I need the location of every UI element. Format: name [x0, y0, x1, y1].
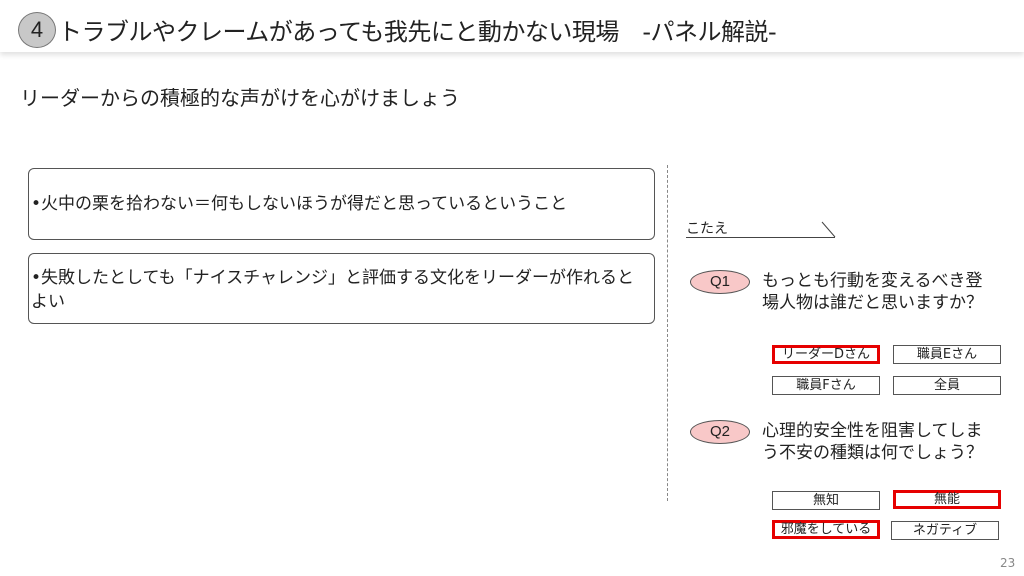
point-text: •火中の栗を拾わない＝何もしないほうが得だと思っているということ — [31, 194, 568, 214]
q1-option-staff-f[interactable]: 職員Fさん — [772, 376, 880, 395]
q2-option-negative[interactable]: ネガティブ — [891, 521, 999, 540]
q1-option-leader-d[interactable]: リーダーDさん — [772, 345, 880, 364]
answer-underline — [686, 237, 835, 238]
page-title: トラブルやクレームがあっても我先にと動かない現場 -パネル解説- — [58, 18, 777, 46]
q1-option-staff-e[interactable]: 職員Eさん — [893, 345, 1001, 364]
q2-badge: Q2 — [690, 420, 750, 444]
q2-option-intrusive[interactable]: 邪魔をしている — [772, 520, 880, 539]
point-box-1: •火中の栗を拾わない＝何もしないほうが得だと思っているということ — [28, 168, 655, 240]
page-number: 23 — [1000, 556, 1016, 570]
answer-label: こたえ — [686, 221, 728, 237]
q2-text: 心理的安全性を阻害してしまう不安の種類は何でしょう？ — [762, 421, 983, 463]
point-text: •失敗したとしても「ナイスチャレンジ」と評価する文化をリーダーが作れるとよい — [31, 268, 634, 312]
q1-badge: Q1 — [690, 270, 750, 294]
q2-option-ignorance[interactable]: 無知 — [772, 491, 880, 510]
section-number-badge: 4 — [18, 12, 56, 48]
q1-option-all[interactable]: 全員 — [893, 376, 1001, 395]
divider — [667, 165, 668, 501]
header-bar: 4 トラブルやクレームがあっても我先にと動かない現場 -パネル解説- — [0, 0, 1024, 52]
q1-text: もっとも行動を変えるべき登場人物は誰だと思いますか？ — [762, 271, 983, 313]
point-box-2: •失敗したとしても「ナイスチャレンジ」と評価する文化をリーダーが作れるとよい — [28, 253, 655, 324]
subtitle: リーダーからの積極的な声がけを心がけましょう — [20, 86, 460, 110]
q2-option-incompetence[interactable]: 無能 — [893, 490, 1001, 509]
